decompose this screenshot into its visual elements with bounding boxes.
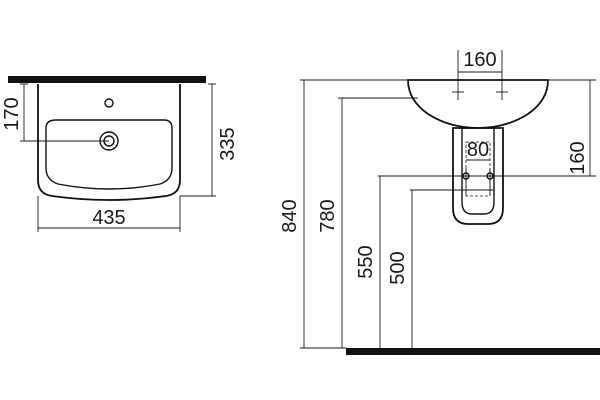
top-view: 170 335 435 [1,76,239,232]
dim-160-right-label: 160 [567,141,589,174]
top-view-wall [8,76,206,83]
bowl-inner-outline [45,119,173,190]
dim-550-label: 550 [355,245,377,278]
pedestal-inner-outline [461,127,495,215]
dim-160-top-label: 160 [463,49,496,71]
waste-fittings [378,168,494,196]
floor-bar [346,348,600,355]
dim-435-label: 435 [92,207,125,229]
dim-840-label: 840 [279,199,301,232]
tap-hole [104,98,114,108]
side-view: 160 80 160 840 780 550 500 [279,49,600,355]
basin-top-outline [37,84,181,201]
dim-80-label: 80 [467,139,489,161]
dim-500-label: 500 [387,251,409,284]
dim-335-label: 335 [217,127,239,160]
dim-780-label: 780 [317,199,339,232]
basin-side-outline [407,79,549,129]
dim-170-label: 170 [1,97,23,130]
tap-fittings [452,86,508,100]
